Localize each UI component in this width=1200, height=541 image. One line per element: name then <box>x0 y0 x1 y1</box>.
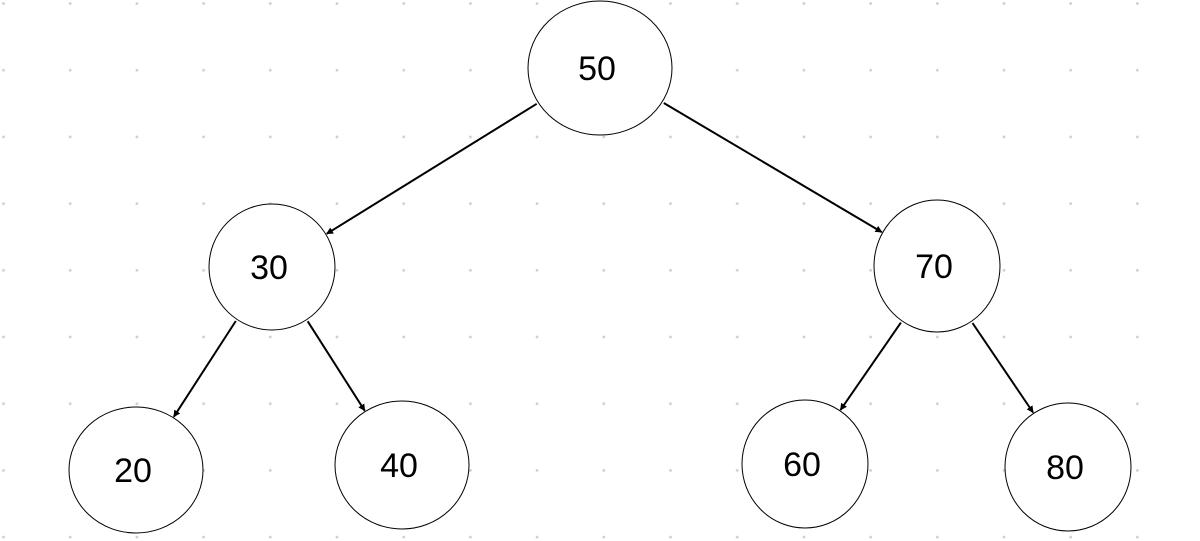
node-circle-60[interactable] <box>741 399 869 529</box>
node-circle-40[interactable] <box>334 400 470 530</box>
tree-node-30[interactable]: 30 <box>208 203 336 331</box>
node-circle-70[interactable] <box>873 199 1001 333</box>
node-label-70: 70 <box>915 248 953 286</box>
node-label-20: 20 <box>114 452 152 490</box>
node-circle-80[interactable] <box>1004 402 1132 532</box>
edges-layer <box>172 102 1034 418</box>
edge-50-to-70 <box>663 102 883 233</box>
tree-node-50[interactable]: 50 <box>527 0 673 136</box>
tree-node-70[interactable]: 70 <box>873 199 1001 333</box>
node-label-30: 30 <box>250 249 288 287</box>
node-circle-30[interactable] <box>208 203 336 331</box>
tree-node-40[interactable]: 40 <box>334 400 470 530</box>
edge-50-to-30 <box>326 102 538 235</box>
node-label-80: 80 <box>1046 449 1084 487</box>
node-circle-20[interactable] <box>68 406 204 534</box>
edge-70-to-60 <box>839 322 902 411</box>
edge-30-to-20 <box>172 320 237 418</box>
node-circle-50[interactable] <box>527 0 673 136</box>
nodes-layer: 50 30 70 20 40 60 80 <box>68 0 1132 534</box>
tree-node-80[interactable]: 80 <box>1004 402 1132 532</box>
tree-node-20[interactable]: 20 <box>68 406 204 534</box>
edge-30-to-40 <box>306 320 366 412</box>
node-label-50: 50 <box>578 50 616 88</box>
edge-70-to-80 <box>971 322 1034 414</box>
node-label-40: 40 <box>380 447 418 485</box>
tree-node-60[interactable]: 60 <box>741 399 869 529</box>
node-label-60: 60 <box>783 446 821 484</box>
